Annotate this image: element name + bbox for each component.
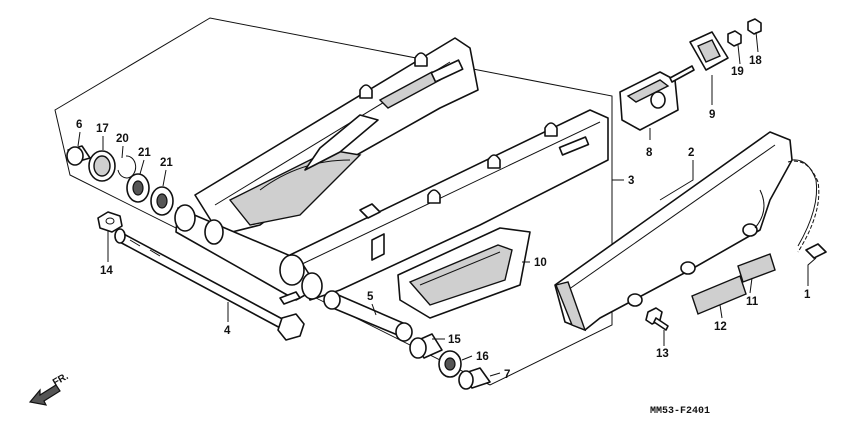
callout-4: 4 <box>224 325 231 337</box>
callout-9: 9 <box>709 109 715 121</box>
callout-19: 19 <box>731 66 744 78</box>
leader-lines <box>107 31 817 377</box>
callout-2: 2 <box>688 147 694 159</box>
callout-7: 7 <box>504 369 510 381</box>
callout-numbers: 1 2 3 4 5 6 7 8 9 10 11 12 13 14 15 16 1… <box>76 55 811 381</box>
callout-12: 12 <box>714 321 727 333</box>
chain-case <box>554 131 793 332</box>
pivot-bolt <box>114 228 305 341</box>
needle-bearing <box>409 333 443 359</box>
adjuster-nut <box>747 18 762 35</box>
lock-nut <box>727 30 742 47</box>
callout-3: 3 <box>628 175 634 187</box>
callout-10: 10 <box>534 257 547 269</box>
callout-14: 14 <box>100 265 113 277</box>
pivot-collar <box>458 367 491 390</box>
caution-label <box>737 253 776 283</box>
callout-17: 17 <box>96 123 109 135</box>
drive-chain <box>787 159 827 259</box>
front-direction-indicator: FR. <box>28 371 71 406</box>
callout-21b: 21 <box>160 157 173 169</box>
distance-collar <box>323 290 413 342</box>
front-arrow-icon <box>28 384 61 406</box>
chain-label <box>691 275 747 315</box>
callout-5: 5 <box>367 291 374 303</box>
adjuster-block <box>689 31 729 71</box>
callout-13: 13 <box>656 348 669 360</box>
chain-slider <box>397 227 531 319</box>
pivot-nut <box>97 211 123 233</box>
callout-18: 18 <box>749 55 762 67</box>
callout-21a: 21 <box>138 147 151 159</box>
callout-8: 8 <box>646 147 653 159</box>
callout-15: 15 <box>448 334 461 346</box>
dust-seal <box>438 350 462 378</box>
callout-16: 16 <box>476 351 489 363</box>
front-label: FR. <box>51 371 71 389</box>
chain-adjuster <box>619 65 695 131</box>
callout-11: 11 <box>746 296 759 308</box>
bearing-stack <box>66 145 174 216</box>
callout-6: 6 <box>76 119 82 131</box>
stack-leaders <box>77 131 167 187</box>
bolt-small <box>645 307 669 331</box>
callout-1: 1 <box>804 289 811 301</box>
assembly-frame <box>54 17 613 386</box>
swingarm <box>174 37 609 305</box>
diagram-code: MM53-F2401 <box>650 406 710 417</box>
callout-20: 20 <box>116 133 129 145</box>
